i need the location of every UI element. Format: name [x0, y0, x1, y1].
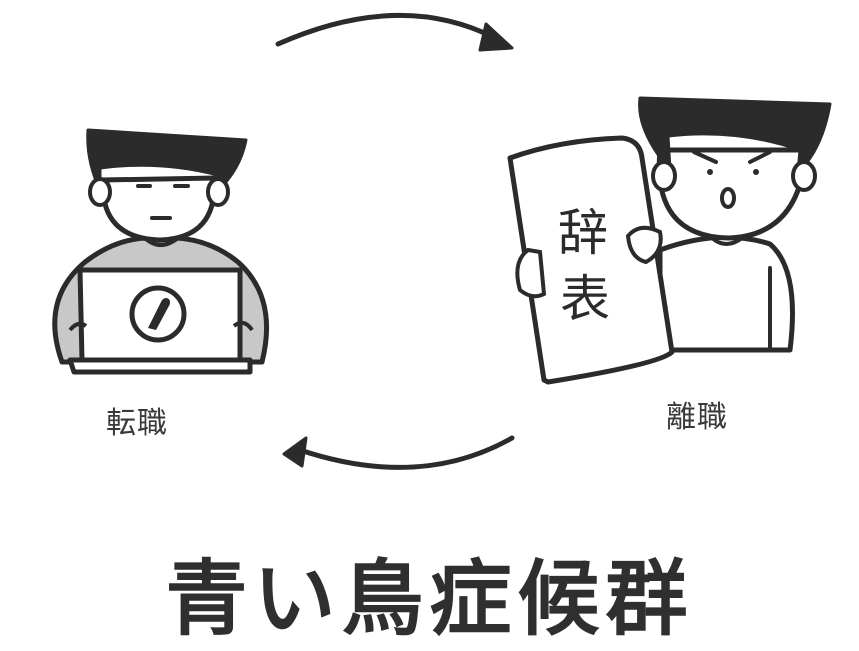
resignation-label: 離職 — [666, 400, 728, 435]
resignation-letter: 辞 表 — [507, 135, 675, 385]
paper-char-1: 辞 — [558, 204, 608, 262]
worker-figure — [52, 128, 270, 375]
bird-icon — [129, 285, 187, 343]
bottom-arrow — [282, 435, 515, 470]
paper-char-2: 表 — [560, 270, 610, 328]
job-change-label: 転職 — [106, 406, 168, 441]
resigning-figure: 辞 表 — [507, 96, 832, 385]
diagram-title: 青い鳥症候群 — [165, 552, 694, 647]
top-arrow — [275, 13, 514, 52]
